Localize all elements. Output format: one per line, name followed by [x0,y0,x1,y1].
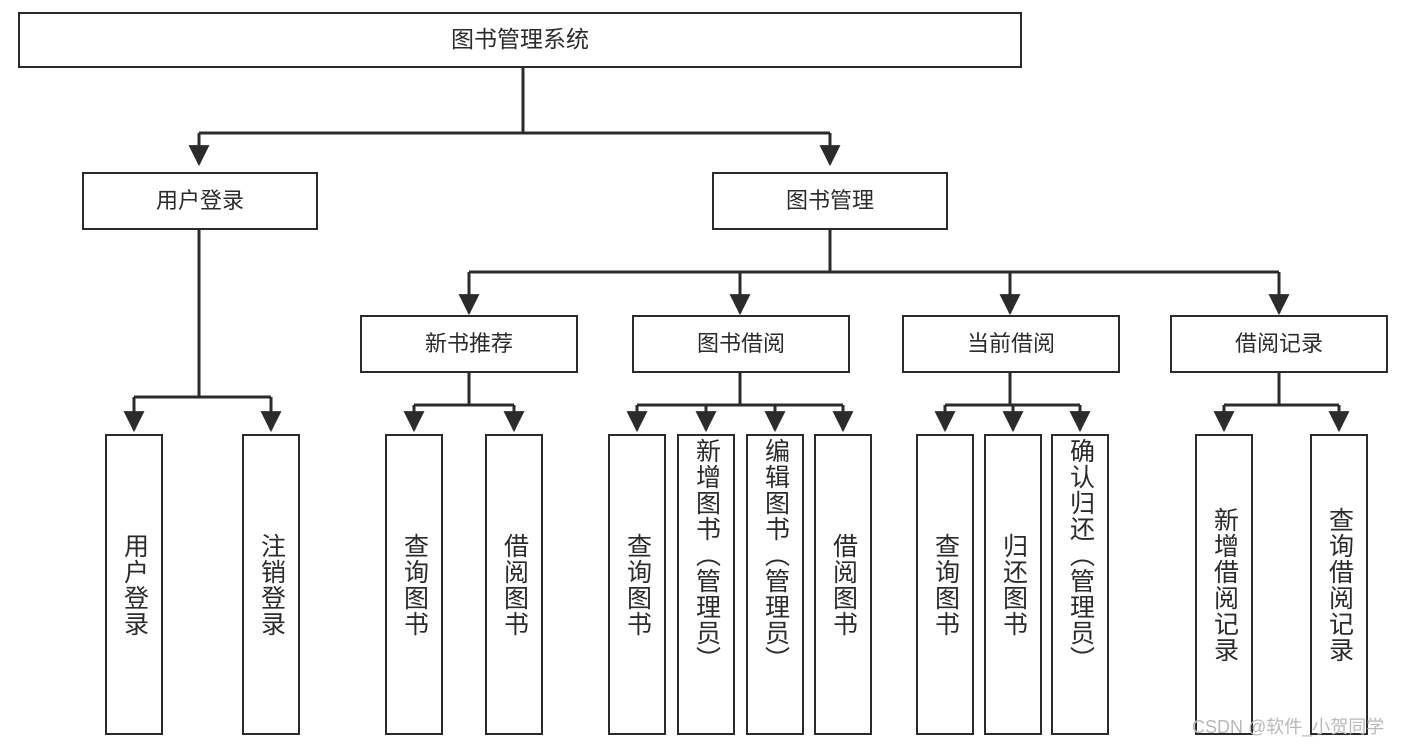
leaf-add-record[interactable]: 新增借阅记录 [1195,434,1253,735]
node-label: 查询图书 [623,532,652,637]
node-label: 图书借阅 [696,330,785,356]
leaf-confirm-return[interactable]: 确认归还（管理员） [1051,434,1109,735]
node-label: 当前借阅 [966,330,1055,356]
node-label: 确认归还（管理员） [1066,438,1095,672]
leaf-user-login[interactable]: 用户登录 [105,434,163,735]
node-label: 查询图书 [400,532,429,637]
leaf-query-book-3[interactable]: 查询图书 [916,434,974,735]
node-label: 查询借阅记录 [1325,506,1354,663]
node-label: 新书推荐 [424,330,513,356]
leaf-query-record[interactable]: 查询借阅记录 [1310,434,1368,735]
node-label: 借阅图书 [500,532,529,637]
leaf-edit-book[interactable]: 编辑图书（管理员） [746,434,804,735]
node-label: 借阅图书 [829,532,858,637]
leaf-add-book[interactable]: 新增图书（管理员） [677,434,735,735]
node-label: 归还图书 [999,532,1028,637]
node-current-borrow[interactable]: 当前借阅 [902,315,1120,373]
node-label: 编辑图书（管理员） [761,438,790,672]
leaf-borrow-book-2[interactable]: 借阅图书 [814,434,872,735]
node-borrow-record[interactable]: 借阅记录 [1170,315,1388,373]
leaf-query-book-1[interactable]: 查询图书 [385,434,443,735]
watermark: CSDN @软件_小贺同学 [1192,717,1385,737]
node-label: 图书管理 [785,187,874,213]
leaf-return-book[interactable]: 归还图书 [984,434,1042,735]
leaf-borrow-book-1[interactable]: 借阅图书 [485,434,543,735]
node-user-login[interactable]: 用户登录 [82,172,318,230]
node-label: 图书管理系统 [451,26,589,53]
node-label: 注销登录 [257,532,286,637]
node-label: 借阅记录 [1234,330,1323,356]
node-label: 新增借阅记录 [1210,506,1239,663]
node-root-book-management-system[interactable]: 图书管理系统 [18,12,1022,68]
node-new-book-recommend[interactable]: 新书推荐 [360,315,578,373]
node-label: 查询图书 [931,532,960,637]
leaf-query-book-2[interactable]: 查询图书 [608,434,666,735]
node-book-management[interactable]: 图书管理 [712,172,948,230]
leaf-logout[interactable]: 注销登录 [242,434,300,735]
node-label: 用户登录 [155,187,244,213]
node-label: 用户登录 [120,532,149,637]
node-label: 新增图书（管理员） [692,438,721,672]
node-book-borrow[interactable]: 图书借阅 [632,315,850,373]
